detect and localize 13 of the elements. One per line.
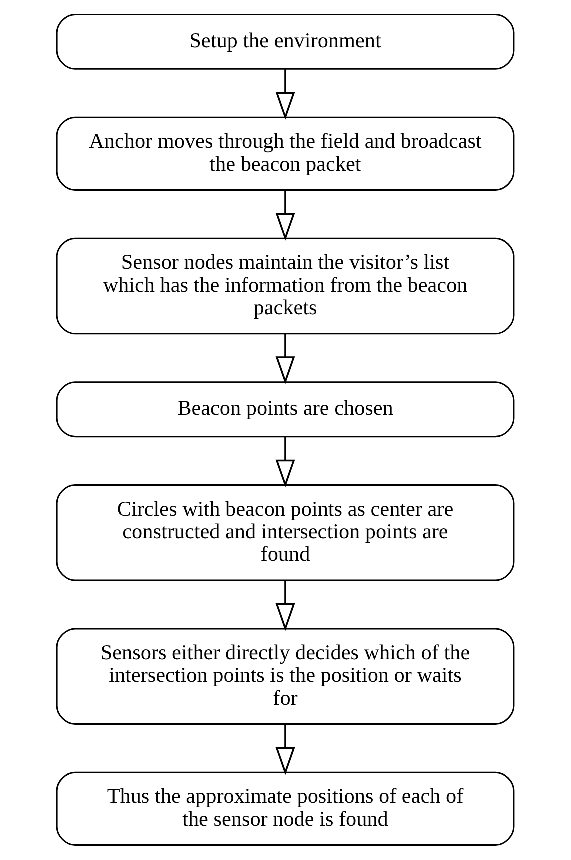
node-box: Anchor moves through the field and broadcast the beacon packet: [56, 116, 515, 191]
arrow: [276, 580, 296, 632]
node-box: Beacon points are chosen: [56, 382, 515, 438]
node-box: Sensors either directly decides which of the intersection points is the position or waits for: [56, 628, 515, 726]
arrow: [276, 334, 296, 384]
node-box: Thus the approximate positions of each of the sensor node is found: [56, 772, 515, 846]
arrow: [276, 437, 296, 488]
arrow: [276, 724, 296, 776]
node-box: Sensor nodes maintain the visitor’s list which has the information from the beacon packets: [56, 238, 515, 335]
node-box: Circles with beacon points as center are constructed and intersection points are found: [56, 484, 515, 582]
node-box: Setup the environment: [56, 14, 515, 70]
arrow: [276, 69, 296, 120]
arrow: [276, 190, 296, 242]
